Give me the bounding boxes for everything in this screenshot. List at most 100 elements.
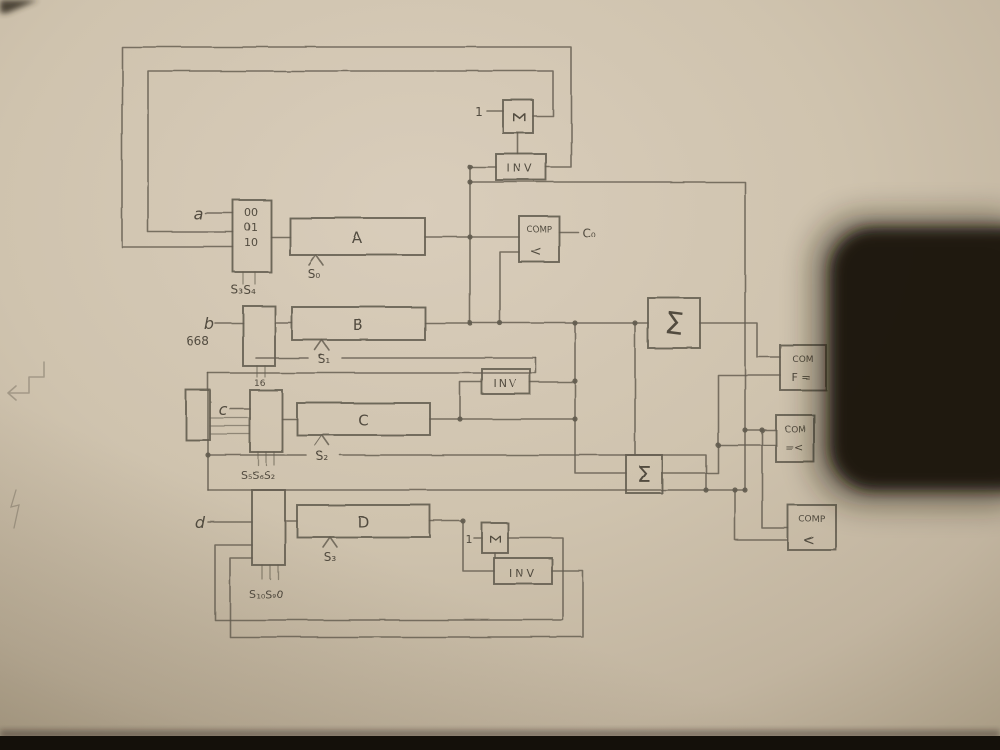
register-a-label: A	[352, 229, 363, 247]
sigma-top-box	[502, 99, 534, 134]
mux-d-select-ticks	[261, 564, 279, 580]
mux-c-select-label: S₅S₆S₂	[241, 469, 275, 482]
junction-dot	[467, 320, 473, 326]
comparator-carry-operator: <	[530, 244, 542, 260]
wire-mux-c-feed-lines	[209, 417, 251, 435]
mux-a-row-01: 01	[244, 221, 258, 234]
input-d-label: d	[195, 513, 206, 532]
pencil-drawing: Σ INV 00 01 10 A COMP < B INV C Σ D Σ IN…	[121, 46, 837, 638]
wire-select-s2-line	[207, 454, 707, 491]
comparator-lessequal-label: COM	[784, 425, 805, 435]
junction-dot	[460, 518, 466, 524]
comparator-less-operator: <	[803, 533, 815, 549]
mux-a-row-00: 00	[244, 206, 258, 219]
junction-dot	[467, 234, 473, 240]
select-s2-label: S₂	[316, 449, 329, 463]
wire-feedback-inner	[147, 70, 554, 233]
inv-top-box	[495, 153, 547, 181]
input-a-label: a	[193, 204, 203, 223]
hand-shadow	[812, 215, 1000, 505]
register-d-box	[296, 504, 431, 538]
input-b-label: b	[204, 314, 214, 333]
carry-out-label: C₀	[582, 226, 595, 240]
bottom-strip	[0, 736, 1000, 750]
hand-shadow-core	[830, 228, 1000, 490]
junction-dot	[572, 416, 578, 422]
inv-mid-box	[481, 368, 531, 395]
bottom-edge-strip	[0, 730, 1000, 750]
junction-dot	[742, 427, 748, 433]
select-s1-label: S₁	[318, 352, 331, 366]
sigma-top-label: Σ	[508, 112, 528, 123]
comparator-carry-box	[518, 215, 560, 263]
margin-arrow-sketch	[7, 361, 45, 401]
wire-vertical-575-to-sigma-mid	[574, 322, 627, 474]
mux-c-box	[249, 389, 283, 453]
junction-dot	[732, 487, 738, 493]
sigma-mid-box	[625, 454, 663, 494]
junction-dot	[467, 179, 473, 185]
junction-dot	[457, 416, 463, 422]
mux-d-select-label: S₁₀S₉0	[249, 588, 283, 601]
register-a-box	[289, 217, 426, 256]
input-b-value-label: 668	[186, 334, 209, 348]
comparator-less-box	[787, 504, 837, 551]
wire-comp-lt-input1	[761, 429, 789, 529]
wire-inv-bottom-input	[462, 520, 495, 572]
mux-a-row-10: 10	[244, 236, 258, 249]
mux-d-box	[251, 489, 286, 566]
margin-sketch-marks	[7, 361, 45, 529]
junction-dot	[572, 320, 578, 326]
register-c-label: C	[358, 411, 368, 429]
wire-inv-mid-input	[459, 381, 483, 420]
junction-dot	[715, 442, 721, 448]
junction-dot	[632, 320, 638, 326]
junction-dot	[703, 487, 709, 493]
signal-labels: a b 668 c d S₀ S₁ S₂ S₃ S₃S₄ 16 S₅S₆S₂ S…	[186, 105, 595, 601]
junction-dot	[572, 378, 578, 384]
junction-dot	[759, 427, 765, 433]
bottom-strip-fade	[0, 730, 1000, 738]
wire-horizontal-373	[207, 357, 537, 374]
wire-feedback-outer	[121, 46, 572, 248]
margin-scribble	[10, 489, 20, 529]
junction-dots	[205, 164, 765, 524]
junction-dot	[467, 164, 473, 170]
wire-comp-carry-input2	[499, 251, 520, 324]
wire-bottom-feedback-outer	[229, 557, 584, 638]
junction-dot	[497, 320, 503, 326]
mux-a-select-label: S₃S₄	[231, 283, 256, 297]
sigma-mid-label: Σ	[637, 463, 651, 488]
mux-b-select-ticks	[256, 365, 266, 378]
mux-b-box	[242, 305, 276, 367]
sigma-main-label: Σ	[663, 306, 686, 343]
mux-a-box	[232, 199, 272, 273]
corner-shadow	[0, 0, 38, 13]
comparator-lessequal-operator: =<	[785, 441, 803, 454]
sigma-d-label: Σ	[486, 534, 504, 543]
inv-top-label: INV	[507, 162, 535, 175]
wire-sigma-main-output	[699, 322, 781, 358]
wire-bottom-feedback-inner	[214, 537, 564, 621]
comparator-carry-label: COMP	[526, 225, 551, 235]
junction-dot	[742, 487, 748, 493]
inv-bottom-label: INV	[509, 567, 537, 580]
select-s3-label: S₃	[324, 550, 337, 564]
junction-dot	[205, 452, 211, 458]
select-s0-label: S₀	[308, 267, 321, 281]
comparator-equal-operator: F =	[791, 371, 810, 384]
wire-comp-lt-input2	[734, 489, 789, 541]
mux-a-select-ticks	[242, 271, 256, 285]
register-b-label: B	[353, 316, 363, 334]
inv-bottom-box	[493, 557, 553, 585]
register-c-box	[296, 402, 431, 436]
constant-one-top-label: 1	[475, 105, 483, 119]
register-b-box	[291, 306, 426, 341]
mux-b-width-label: 16	[254, 379, 266, 389]
wire-long-top-to-right	[469, 181, 746, 491]
inv-mid-label: INV	[494, 377, 519, 390]
constant-one-bottom-label: 1	[466, 533, 473, 546]
mux-c-select-ticks	[257, 451, 275, 466]
aux-box-left-of-mux-c	[185, 389, 211, 441]
